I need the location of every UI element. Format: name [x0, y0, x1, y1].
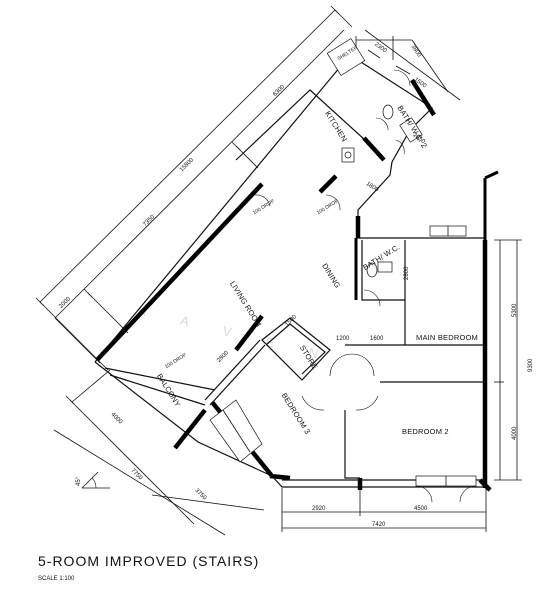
label-dining: DINING [320, 262, 342, 290]
drop-label: 100 DROP [164, 352, 188, 370]
dim-4500: 4500 [414, 506, 428, 512]
dim-7350: 7350 [142, 214, 156, 228]
dim-1600: 1600 [370, 336, 384, 342]
dim-5300: 5300 [512, 303, 518, 317]
dim-4000-left: 4000 [110, 412, 124, 426]
room-labels: KITCHEN BATH/ W.C. 2 DINING LIVING ROOM … [155, 45, 478, 436]
dim-2800-bath: 2800 [404, 266, 410, 280]
drop-label: 100 DROP [252, 198, 276, 216]
walls [94, 54, 499, 492]
label-bedroom-2: BEDROOM 2 [402, 427, 449, 436]
dim-15800: 15800 [179, 157, 196, 174]
dim-3800: 3800 [410, 44, 423, 59]
fixtures [209, 38, 477, 503]
label-main-bedroom: MAIN BEDROOM [416, 333, 478, 342]
dimension-labels: 2300 3800 1500 2850 1800 6300 15800 7350… [58, 42, 534, 528]
drop-label: 100 DROP [316, 198, 340, 216]
dim-2800: 2800 [216, 350, 230, 364]
dim-6300: 6300 [272, 84, 286, 98]
dim-7420: 7420 [372, 522, 386, 528]
dim-4000-right: 4000 [512, 426, 518, 440]
dim-7750: 7750 [130, 468, 144, 482]
dim-1800: 1800 [365, 181, 380, 194]
dim-1200: 1200 [336, 336, 350, 342]
plan-scale: SCALE 1:100 [38, 576, 75, 582]
dim-3750: 3750 [194, 488, 208, 502]
label-kitchen: KITCHEN [323, 109, 349, 143]
dimension-lines [35, 5, 522, 536]
plan-title: 5-ROOM IMPROVED (STAIRS) [38, 553, 260, 569]
dim-2300: 2300 [373, 42, 388, 55]
label-living-room: LIVING ROOM [228, 279, 263, 328]
label-bedroom-3: BEDROOM 3 [280, 391, 312, 435]
dim-2920: 2920 [312, 506, 326, 512]
dim-angle: 45° [76, 476, 82, 486]
dim-9300: 9300 [528, 358, 534, 372]
